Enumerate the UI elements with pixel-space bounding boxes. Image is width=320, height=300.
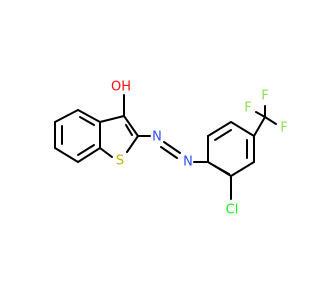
bond xyxy=(253,116,266,137)
bond xyxy=(230,161,255,177)
bond xyxy=(99,147,113,158)
bond xyxy=(230,121,255,137)
bond xyxy=(77,147,101,163)
bond xyxy=(207,121,232,137)
bond xyxy=(99,115,125,123)
bond xyxy=(77,109,101,123)
bond xyxy=(54,109,79,123)
bonds xyxy=(54,94,277,200)
bond xyxy=(163,141,181,154)
fluorine-label-1: F xyxy=(261,89,268,104)
structure-canvas: OH S N N Cl F F F xyxy=(54,80,288,218)
chlorine-label: Cl xyxy=(226,203,239,218)
fluorine-label-2: F xyxy=(244,101,251,116)
sulfur-label: S xyxy=(116,154,124,169)
molecule-structure: OH S N N Cl F F F xyxy=(54,80,288,218)
nitrogen-label-1: N xyxy=(152,130,162,145)
bond xyxy=(264,116,277,125)
bond xyxy=(54,147,79,163)
hydroxyl-label: OH xyxy=(111,80,131,95)
bond xyxy=(214,129,232,141)
nitrogen-label-2: N xyxy=(183,155,193,170)
atom-labels: OH S N N Cl F F F xyxy=(111,80,288,218)
bond xyxy=(79,116,95,126)
bond xyxy=(125,124,133,136)
bond xyxy=(160,146,178,159)
bond xyxy=(77,144,95,156)
bond xyxy=(126,135,139,153)
fluorine-label-3: F xyxy=(280,121,287,136)
bond xyxy=(212,164,230,175)
bond xyxy=(123,115,139,137)
bond xyxy=(255,111,266,118)
